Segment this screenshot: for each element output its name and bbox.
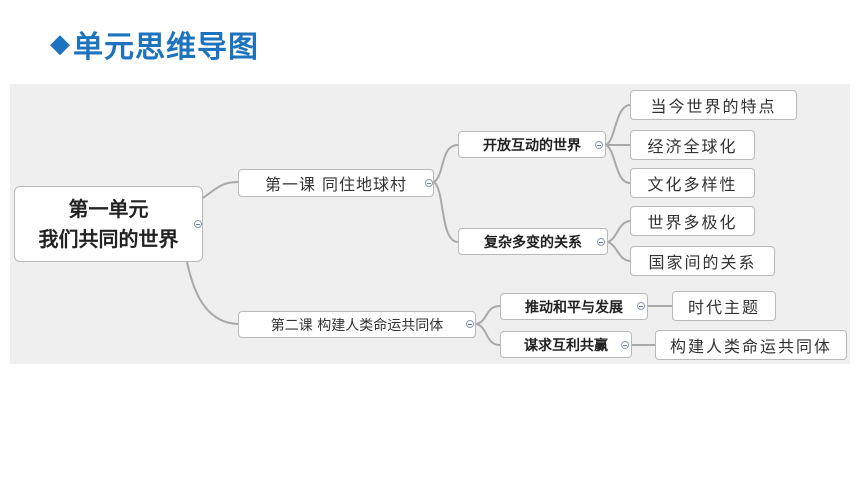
leaf-node-era-theme[interactable]: 时代主题 [672, 291, 776, 321]
topic-node-peace-development[interactable]: 推动和平与发展 [500, 293, 648, 320]
leaf-node-interstate-relations[interactable]: 国家间的关系 [630, 246, 775, 276]
topic-open-world-collapse-icon[interactable] [595, 141, 603, 149]
diamond-icon: ◆ [50, 29, 71, 59]
leaf-world-features-label: 当今世界的特点 [650, 97, 777, 116]
topic-open-world-label: 开放互动的世界 [483, 137, 581, 154]
leaf-cultural-diversity-label: 文化多样性 [647, 175, 738, 194]
root-title-line1: 第一单元 [68, 197, 149, 221]
page-title: ◆ 单元思维导图 [50, 24, 259, 65]
topic-complex-relations-collapse-icon[interactable] [597, 238, 605, 246]
lesson-node-2[interactable]: 第二课 构建人类命运共同体 [238, 311, 476, 338]
lesson-2-label: 第二课 构建人类命运共同体 [270, 317, 444, 334]
leaf-interstate-relations-label: 国家间的关系 [648, 253, 757, 272]
lesson-node-1[interactable]: 第一课 同住地球村 [238, 169, 434, 197]
topic-node-complex-relations[interactable]: 复杂多变的关系 [458, 228, 608, 255]
leaf-shared-future-label: 构建人类命运共同体 [669, 337, 832, 356]
leaf-multipolarity-label: 世界多极化 [647, 213, 738, 232]
leaf-node-globalization[interactable]: 经济全球化 [630, 130, 755, 160]
topic-mutual-benefit-collapse-icon[interactable] [621, 341, 629, 349]
root-title-line2: 我们共同的世界 [38, 227, 179, 251]
lesson-1-label: 第一课 同住地球村 [264, 175, 408, 194]
topic-node-mutual-benefit[interactable]: 谋求互利共赢 [500, 331, 632, 358]
lesson-2-collapse-icon[interactable] [466, 320, 474, 328]
topic-peace-development-collapse-icon[interactable] [637, 302, 645, 310]
lesson-1-collapse-icon[interactable] [425, 179, 433, 187]
topic-complex-relations-label: 复杂多变的关系 [484, 234, 582, 251]
topic-mutual-benefit-label: 谋求互利共赢 [524, 337, 608, 354]
topic-peace-development-label: 推动和平与发展 [525, 299, 623, 316]
leaf-globalization-label: 经济全球化 [647, 137, 738, 156]
leaf-node-world-features[interactable]: 当今世界的特点 [630, 90, 797, 120]
page-title-text: 单元思维导图 [73, 30, 259, 65]
root-collapse-icon[interactable] [194, 220, 202, 228]
leaf-node-shared-future[interactable]: 构建人类命运共同体 [655, 330, 847, 360]
leaf-node-cultural-diversity[interactable]: 文化多样性 [630, 168, 755, 198]
topic-node-open-world[interactable]: 开放互动的世界 [458, 131, 606, 158]
root-node[interactable]: 第一单元 我们共同的世界 [14, 186, 203, 262]
leaf-node-multipolarity[interactable]: 世界多极化 [630, 206, 755, 236]
leaf-era-theme-label: 时代主题 [687, 298, 760, 317]
